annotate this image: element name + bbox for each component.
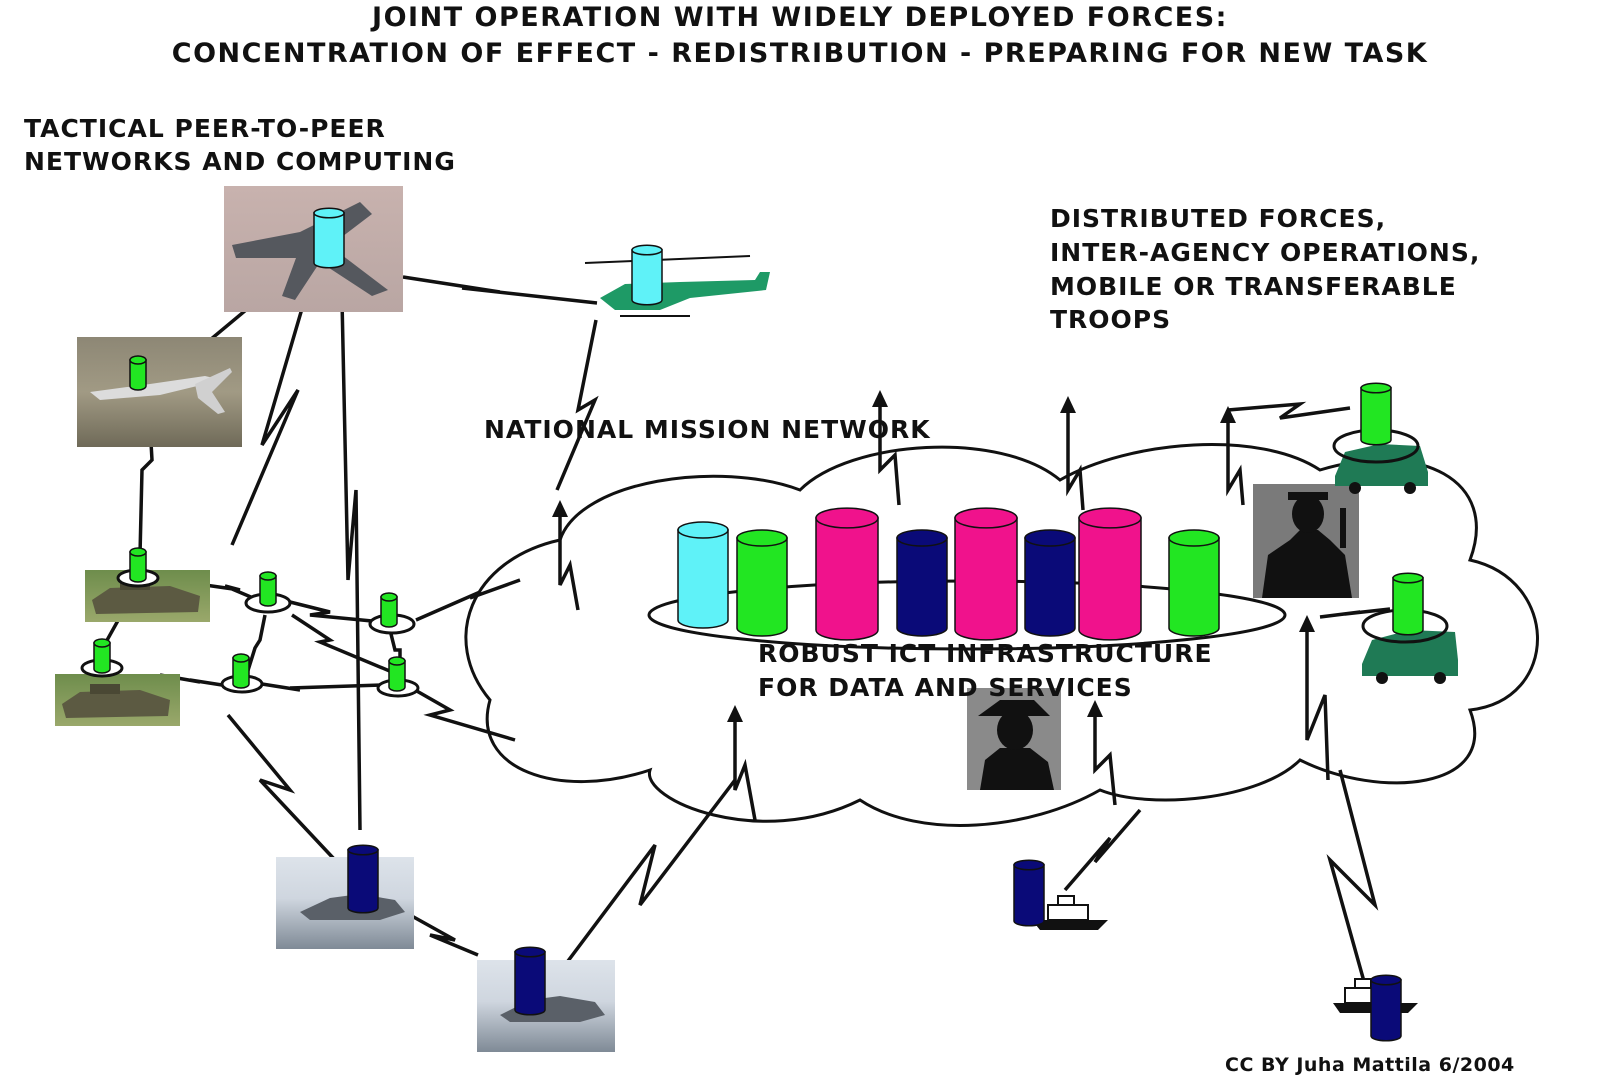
cylinder-boat-1 bbox=[1013, 859, 1045, 927]
cylinder-tank-1 bbox=[129, 547, 147, 583]
cylinder-node-5 bbox=[232, 653, 250, 689]
cylinder-infra-magenta-3 bbox=[1078, 507, 1142, 641]
tank-photo-2 bbox=[55, 674, 180, 726]
distributed-label-line-1: DISTRIBUTED FORCES, bbox=[1050, 204, 1387, 233]
drone-photo bbox=[77, 337, 242, 447]
database-cylinders bbox=[93, 207, 1424, 1042]
police-officer-photo bbox=[1253, 484, 1359, 598]
boat-1 bbox=[1032, 895, 1108, 930]
cylinder-infra-navy-1 bbox=[896, 529, 948, 637]
warship-photo-1 bbox=[276, 857, 414, 949]
diagram-title-line-1: JOINT OPERATION WITH WIDELY DEPLOYED FOR… bbox=[372, 2, 1228, 33]
cylinder-infra-magenta-1 bbox=[815, 507, 879, 641]
cylinder-infra-green-1 bbox=[736, 529, 788, 637]
cylinder-infra-magenta-2 bbox=[954, 507, 1018, 641]
cylinder-node-3 bbox=[380, 592, 398, 628]
cylinder-infra-green-2 bbox=[1168, 529, 1220, 637]
cylinder-infra-navy-2 bbox=[1024, 529, 1076, 637]
tactical-label-line-1: TACTICAL PEER-TO-PEER bbox=[24, 114, 386, 143]
tank-photo-1 bbox=[85, 570, 210, 622]
cylinder-warship-2 bbox=[514, 946, 546, 1016]
cylinder-drone bbox=[129, 355, 147, 391]
mission-network-cloud bbox=[464, 443, 1539, 827]
cylinder-jet bbox=[313, 207, 345, 269]
cylinder-warship-1 bbox=[347, 844, 379, 914]
cylinder-tank-2 bbox=[93, 638, 111, 674]
helicopter-image bbox=[584, 255, 770, 317]
credit-label: CC BY Juha Mattila 6/2004 bbox=[1225, 1054, 1515, 1076]
cylinder-infra-cyan bbox=[677, 521, 729, 629]
national-mission-network-label: NATIONAL MISSION NETWORK bbox=[484, 415, 931, 444]
firefighter-photo bbox=[967, 688, 1061, 790]
distributed-label-line-3: MOBILE OR TRANSFERABLE bbox=[1050, 272, 1457, 301]
infrastructure-label-line-2: FOR DATA AND SERVICES bbox=[758, 673, 1133, 702]
diagram-title-line-2: CONCENTRATION OF EFFECT - REDISTRIBUTION… bbox=[171, 38, 1429, 69]
infrastructure-label-line-1: ROBUST ICT INFRASTRUCTURE bbox=[758, 639, 1213, 668]
cylinder-node-6 bbox=[388, 656, 406, 692]
cylinder-helicopter bbox=[631, 244, 663, 306]
distributed-label-line-2: INTER-AGENCY OPERATIONS, bbox=[1050, 238, 1481, 267]
cylinder-van-1 bbox=[1360, 382, 1392, 446]
arrow-heads bbox=[552, 390, 1315, 722]
cylinder-van-2 bbox=[1392, 572, 1424, 636]
fighter-jet-photo bbox=[224, 186, 403, 312]
cylinder-boat-2 bbox=[1370, 974, 1402, 1042]
van-vehicle-1 bbox=[1335, 444, 1428, 494]
antenna-arrows bbox=[558, 395, 1330, 821]
tactical-label-line-2: NETWORKS AND COMPUTING bbox=[24, 147, 456, 176]
cylinder-node-2 bbox=[259, 571, 277, 607]
distributed-label-line-4: TROOPS bbox=[1050, 305, 1172, 334]
warship-photo-2 bbox=[477, 960, 615, 1052]
